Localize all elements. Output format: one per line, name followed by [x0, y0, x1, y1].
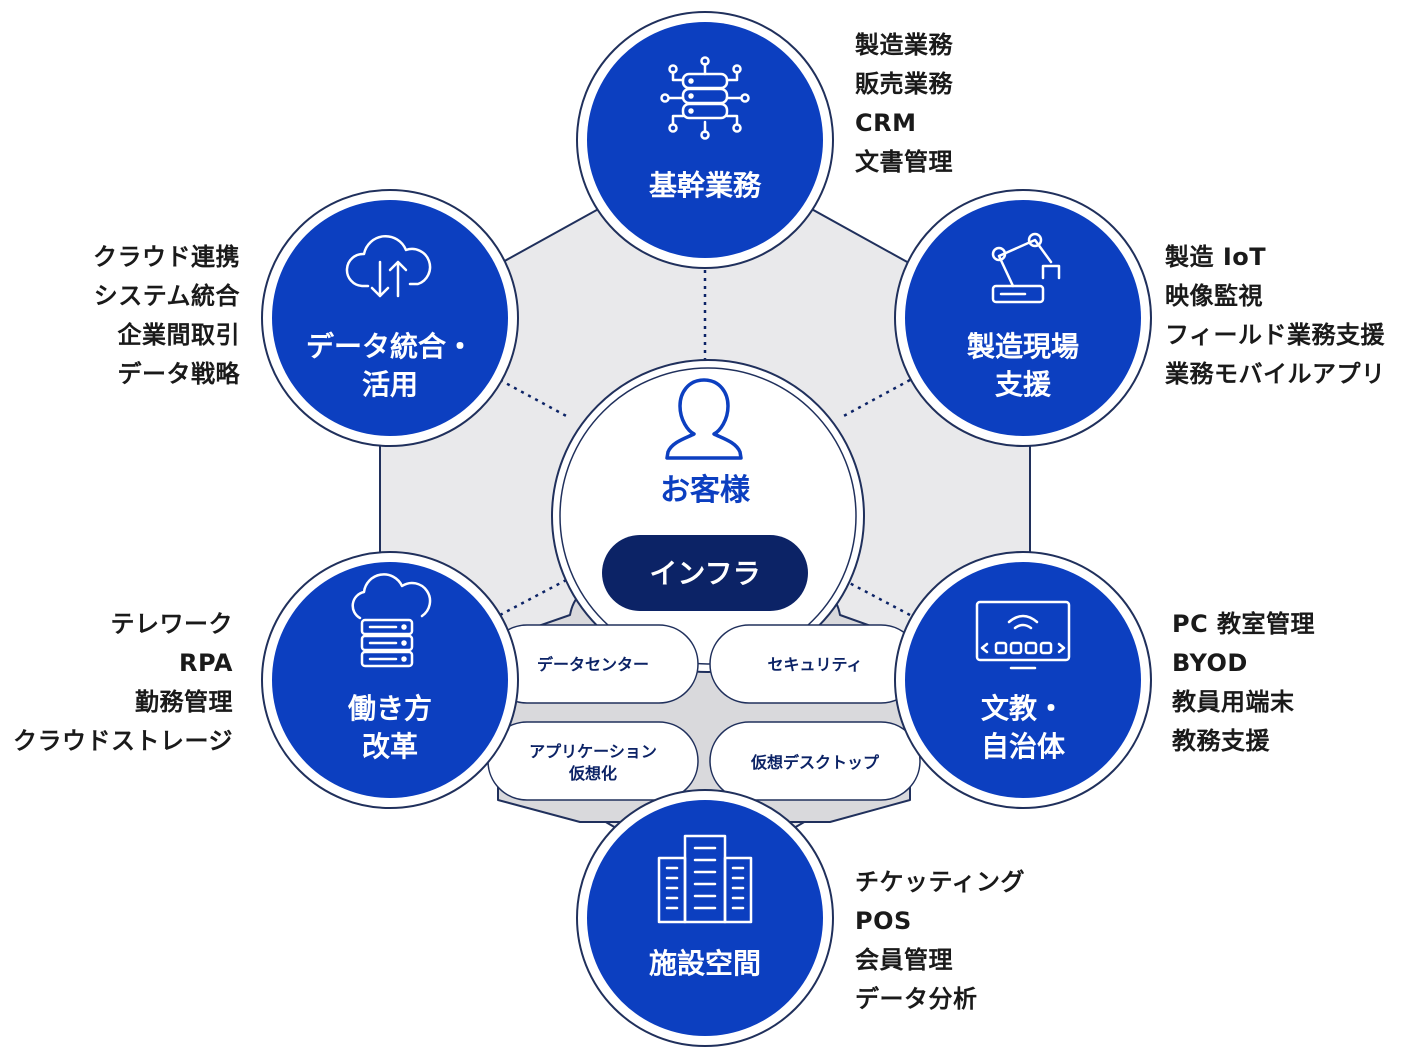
infra-label: インフラ	[649, 557, 760, 590]
list-item: BYOD	[1172, 649, 1248, 677]
infra-item-datacenter: データセンター	[487, 624, 699, 704]
list-education: PC 教室管理 BYOD 教員用端末 教務支援	[1172, 605, 1315, 761]
infra-pill: インフラ	[602, 535, 808, 611]
list-item: 製造業務	[855, 31, 953, 59]
node-title: 製造現場支援	[967, 330, 1079, 401]
node-title: データ統合・活用	[306, 330, 474, 401]
list-item: CRM	[855, 109, 917, 137]
list-item: 会員管理	[855, 946, 953, 974]
svg-text:アプリケーション仮想化: アプリケーション仮想化	[529, 742, 657, 783]
cloud-server-icon	[351, 573, 432, 668]
list-item: PC 教室管理	[1172, 610, 1316, 638]
list-factory: 製造 IoT 映像監視 フィールド業務支援 業務モバイルアプリ	[1165, 238, 1386, 394]
infra-item-vdi: 仮想デスクトップ	[709, 721, 921, 801]
svg-text:仮想デスクトップ: 仮想デスクトップ	[750, 753, 880, 772]
list-item: 販売業務	[855, 70, 953, 98]
svg-text:セキュリティ: セキュリティ	[767, 655, 862, 674]
list-item: 映像監視	[1165, 282, 1263, 310]
list-item: RPA	[179, 649, 233, 677]
list-item: 文書管理	[855, 148, 953, 176]
robot-arm-icon	[991, 232, 1061, 304]
cloud-sync-icon	[345, 234, 432, 298]
list-item: フィールド業務支援	[1165, 321, 1386, 349]
node-title: 文教・自治体	[981, 692, 1066, 763]
list-item: 業務モバイルアプリ	[1165, 360, 1386, 388]
node-title: 施設空間	[649, 947, 761, 980]
list-item: 製造 IoT	[1165, 243, 1267, 271]
node-factory: 製造現場支援	[894, 189, 1152, 447]
display-wifi-icon	[975, 600, 1071, 670]
building-icon	[657, 834, 753, 924]
list-item: 勤務管理	[135, 688, 233, 716]
node-core: 基幹業務	[576, 11, 834, 269]
list-item: クラウドストレージ	[12, 727, 233, 755]
database-icon	[660, 56, 750, 140]
infra-item-app-virtualization: アプリケーション仮想化	[487, 721, 699, 801]
list-data: クラウド連携 システム統合 企業間取引 データ戦略	[93, 238, 240, 394]
user-icon	[665, 378, 743, 460]
list-item: チケッティング	[855, 868, 1026, 896]
connectors	[499, 270, 911, 617]
center-label: お客様	[660, 473, 751, 508]
infra-item-security: セキュリティ	[709, 624, 921, 704]
list-item: 教務支援	[1172, 727, 1270, 755]
list-item: POS	[855, 907, 912, 935]
node-workstyle: 働き方改革	[261, 551, 519, 809]
node-title: 働き方改革	[347, 692, 432, 763]
list-item: テレワーク	[110, 610, 233, 638]
node-education: 文教・自治体	[894, 551, 1152, 809]
node-data: データ統合・活用	[261, 189, 519, 447]
list-workstyle: テレワーク RPA 勤務管理 クラウドストレージ	[13, 605, 233, 761]
node-facility: 施設空間	[576, 789, 834, 1047]
list-item: クラウド連携	[93, 243, 240, 271]
list-item: データ戦略	[117, 360, 240, 388]
list-item: 企業間取引	[117, 321, 240, 349]
list-facility: チケッティング POS 会員管理 データ分析	[855, 863, 1025, 1019]
svg-text:データセンター: データセンター	[537, 655, 649, 674]
list-core: 製造業務 販売業務 CRM 文書管理	[855, 26, 953, 182]
node-title: 基幹業務	[649, 169, 762, 202]
list-item: 教員用端末	[1172, 688, 1295, 716]
list-item: データ分析	[855, 985, 978, 1013]
list-item: システム統合	[93, 282, 240, 310]
